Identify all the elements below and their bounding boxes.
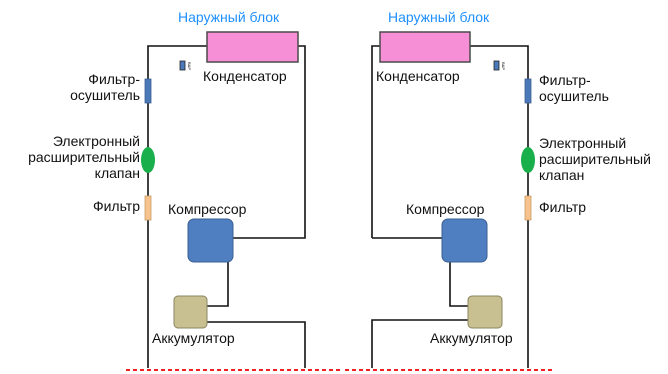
- left-pipe-accum-down: [207, 321, 306, 368]
- right-filter-drier: [524, 78, 532, 104]
- left-filter-drier: [144, 78, 152, 104]
- left-compressor: [187, 218, 234, 263]
- left-filter: [144, 195, 152, 221]
- left-drier-label: Фильтр- осушитель: [70, 71, 140, 103]
- right-condenser-label: Конденсатор: [376, 68, 460, 84]
- right-pipe-compressor-accum: [449, 260, 468, 307]
- left-compressor-label: Компрессор: [168, 201, 247, 217]
- right-compressor-label: Компрессор: [406, 201, 485, 217]
- right-valve-label: Электронный расширительный клапан: [539, 135, 651, 183]
- right-accumulator: [467, 295, 503, 329]
- right-condenser: [379, 31, 471, 63]
- right-pipe-accum-down: [371, 319, 468, 368]
- right-sensor-label: B&P: [501, 62, 506, 70]
- left-valve-label: Электронный расширительный клапан: [28, 133, 140, 181]
- right-filter-label: Фильтр: [539, 199, 587, 215]
- right-compressor: [441, 218, 488, 263]
- left-pipe-compressor-accum: [207, 258, 229, 307]
- right-sensor: [493, 60, 500, 71]
- left-accumulator: [173, 295, 208, 329]
- right-accumulator-label: Аккумулятор: [430, 330, 513, 346]
- right-filter: [524, 195, 532, 221]
- left-sensor-label: B&P: [187, 62, 192, 70]
- left-accumulator-label: Аккумулятор: [152, 330, 235, 346]
- right-drier-label: Фильтр- осушитель: [539, 72, 609, 104]
- left-sensor: [179, 60, 186, 71]
- left-title: Наружный блок: [178, 9, 280, 25]
- left-filter-label: Фильтр: [92, 198, 140, 214]
- left-condenser-label: Конденсатор: [203, 68, 287, 84]
- right-title: Наружный блок: [388, 9, 490, 25]
- left-expansion-valve: [141, 147, 155, 173]
- left-condenser: [206, 31, 299, 63]
- right-expansion-valve: [521, 147, 535, 173]
